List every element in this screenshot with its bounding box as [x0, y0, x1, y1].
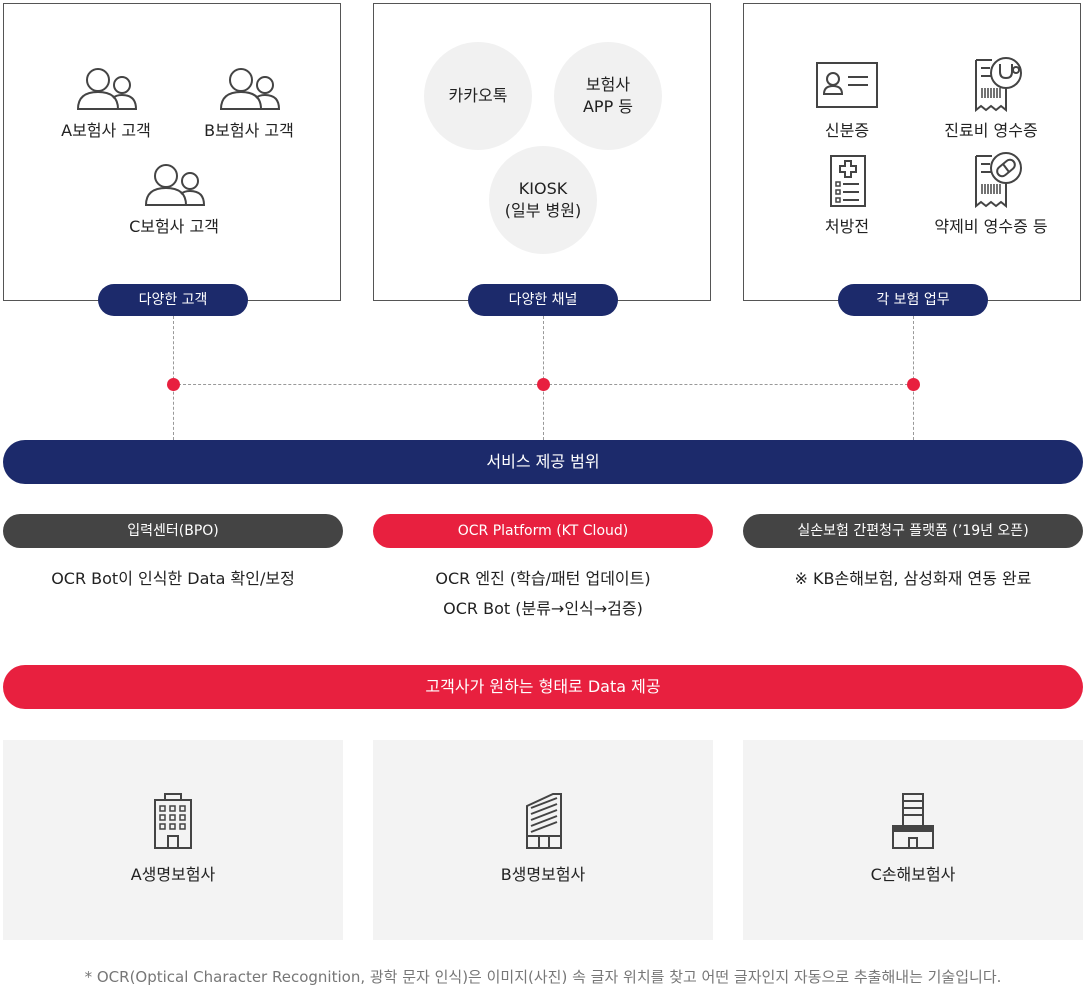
task-medical-receipt-label: 진료비 영수증: [944, 121, 1038, 140]
connector-dot: [537, 378, 550, 391]
customers-panel: A보험사 고객 B보험사 고객 C보험사 고객: [3, 3, 341, 301]
connector-dot: [907, 378, 920, 391]
office-building-icon: [154, 793, 192, 849]
channel-kiosk: KIOSK (일부 병원): [489, 146, 597, 254]
channels-badge: 다양한 채널: [468, 284, 618, 316]
pharmacy-receipt-icon: [975, 152, 1022, 209]
company-b-label: B생명보험사: [500, 865, 586, 884]
service-description-claim: ※ KB손해보험, 삼성화재 연동 완료: [743, 564, 1083, 594]
service-chip-claim-platform: 실손보험 간편청구 플랫폼 (’19년 오픈): [743, 514, 1083, 548]
channel-label-sub: (일부 병원): [504, 201, 582, 220]
company-c-label: C손해보험사: [870, 865, 956, 884]
channel-label-sub: APP 등: [582, 97, 634, 116]
id-card-icon: [816, 62, 878, 108]
channel-label: 보험사: [585, 75, 631, 94]
company-card-a: A생명보험사: [3, 740, 343, 940]
task-id-card-label: 신분증: [824, 121, 870, 140]
channels-panel: 카카오톡 보험사 APP 등 KIOSK (일부 병원): [373, 3, 711, 301]
service-scope-bar: 서비스 제공 범위: [3, 440, 1083, 484]
tasks-badge: 각 보험 업무: [838, 284, 988, 316]
service-description-line: OCR Bot (분류→인식→검증): [443, 599, 643, 618]
company-card-c: C손해보험사: [743, 740, 1083, 940]
customer-group-icon: [219, 68, 281, 110]
customer-c-label: C보험사 고객: [129, 217, 219, 236]
customers-badge: 다양한 고객: [98, 284, 248, 316]
tower-building-icon: [526, 793, 562, 849]
medical-receipt-icon: [975, 57, 1022, 112]
company-card-b: B생명보험사: [373, 740, 713, 940]
channel-label: KIOSK: [518, 179, 568, 198]
customer-group-icon: [76, 68, 138, 110]
service-description-line: ※ KB손해보험, 삼성화재 연동 완료: [794, 569, 1032, 588]
corporate-building-icon: [892, 793, 934, 849]
footnote: * OCR(Optical Character Recognition, 광학 …: [84, 968, 1002, 986]
service-chip-bpo: 입력센터(BPO): [3, 514, 343, 548]
task-pharmacy-receipt-label: 약제비 영수증 등: [934, 217, 1048, 236]
service-chip-ocr-platform: OCR Platform (KT Cloud): [373, 514, 713, 548]
customer-group-icon: [144, 164, 206, 206]
task-prescription-label: 처방전: [824, 217, 870, 236]
tasks-panel: 신분증 진료비 영수증 처방전 약제비 영수증 등: [743, 3, 1081, 301]
channel-kakaotalk: 카카오톡: [424, 42, 532, 150]
connector-dot: [167, 378, 180, 391]
channel-label: 카카오톡: [448, 86, 508, 105]
service-description-bpo: OCR Bot이 인식한 Data 확인/보정: [3, 564, 343, 594]
channel-insurer-app: 보험사 APP 등: [554, 42, 662, 150]
customer-b-label: B보험사 고객: [204, 121, 294, 140]
service-description-ocr: OCR 엔진 (학습/패턴 업데이트) OCR Bot (분류→인식→검증): [373, 564, 713, 624]
service-description-line: OCR 엔진 (학습/패턴 업데이트): [435, 569, 651, 588]
company-a-label: A생명보험사: [130, 865, 216, 884]
customer-a-label: A보험사 고객: [61, 121, 151, 140]
service-description-line: OCR Bot이 인식한 Data 확인/보정: [51, 569, 295, 588]
data-delivery-bar: 고객사가 원하는 형태로 Data 제공: [3, 665, 1083, 709]
prescription-icon: [830, 155, 866, 207]
